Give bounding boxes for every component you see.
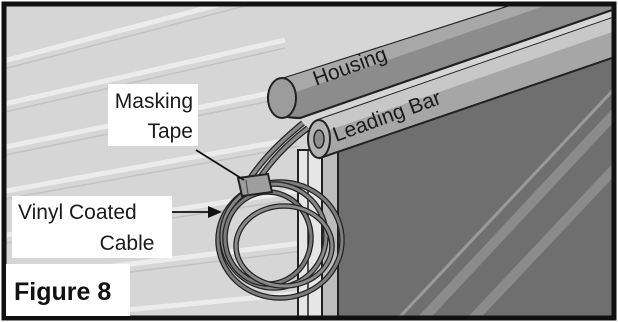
masking-tape-label-line1: Masking bbox=[115, 90, 193, 113]
vinyl-cable-arrowhead bbox=[208, 206, 222, 218]
housing bbox=[266, 4, 614, 120]
label-masking-tape: Masking Tape bbox=[108, 84, 245, 181]
masking-tape-leader bbox=[195, 149, 245, 181]
label-vinyl-cable: Vinyl Coated Cable bbox=[12, 196, 222, 258]
vinyl-cable-label-line2: Cable bbox=[100, 232, 155, 255]
masking-tape bbox=[236, 172, 274, 198]
figure-title: Figure 8 bbox=[14, 278, 111, 306]
masking-tape-label-line2: Tape bbox=[147, 120, 193, 143]
leading-bar bbox=[307, 16, 614, 160]
figure-caption-box: Figure 8 bbox=[6, 264, 130, 316]
screen-reflections bbox=[416, 106, 614, 318]
vinyl-cable-label-line1: Vinyl Coated bbox=[18, 201, 137, 224]
